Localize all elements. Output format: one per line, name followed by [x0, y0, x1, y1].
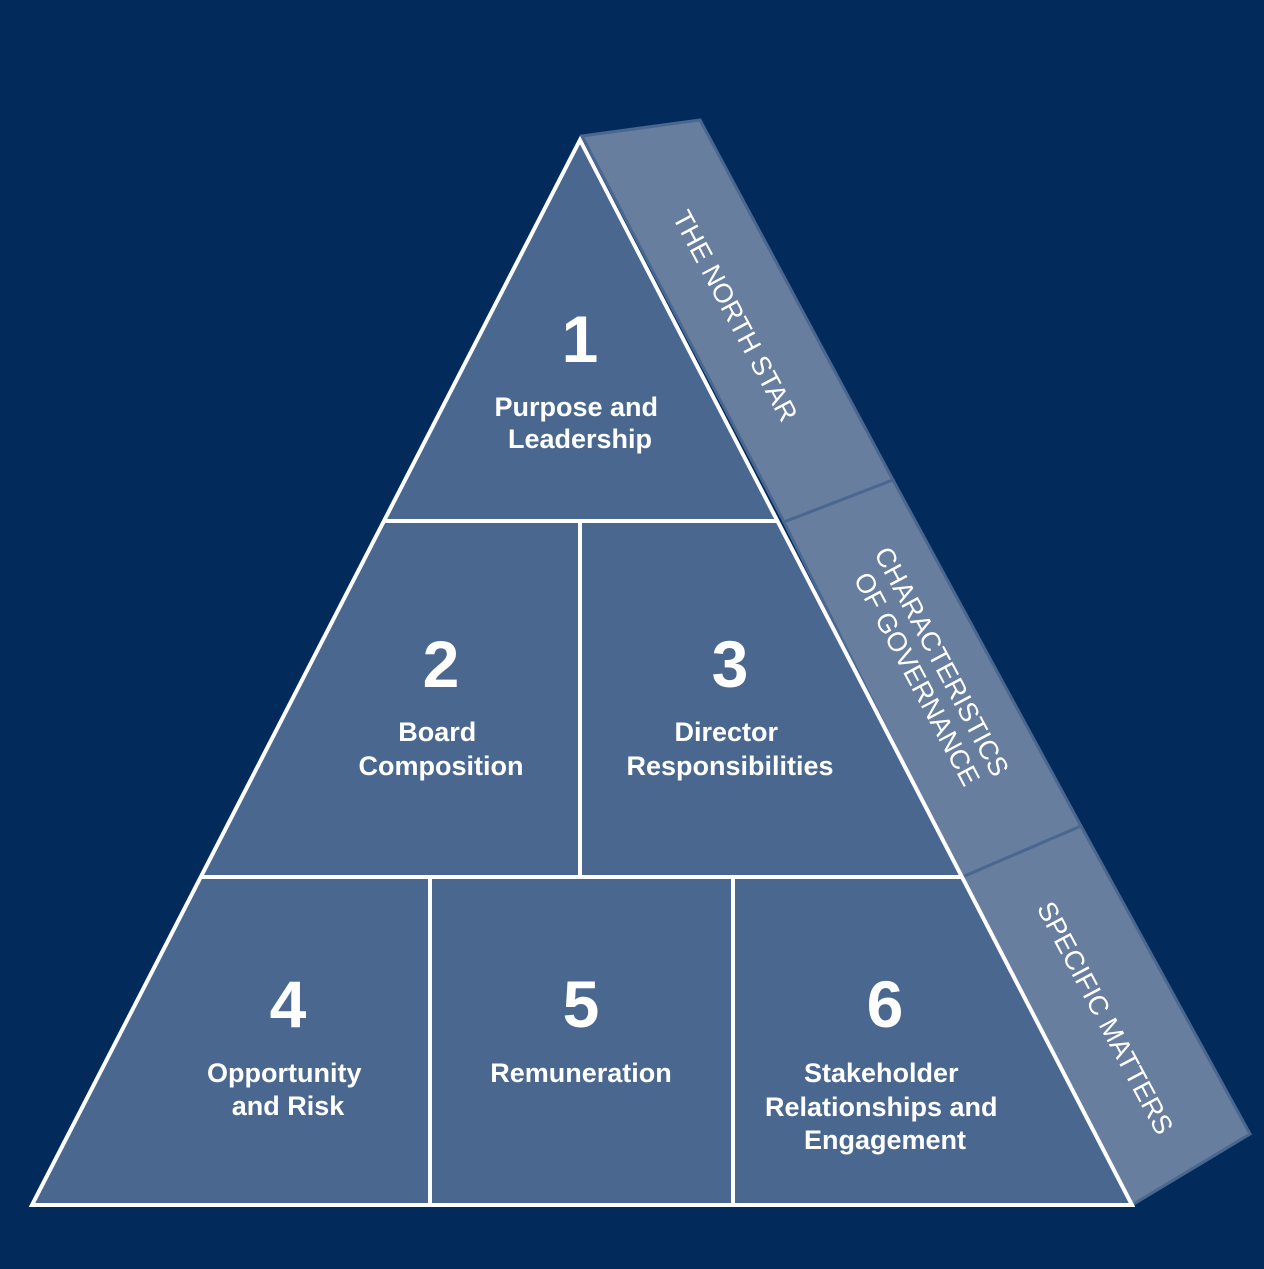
tier-5-title-line-1: Remuneration — [490, 1058, 672, 1088]
tier-3-title-line-2: Responsibilities — [626, 751, 833, 781]
tier-4-number: 4 — [270, 967, 307, 1041]
tier-1-number: 1 — [562, 302, 599, 376]
tier-1: 1 Purpose and Leadership — [494, 302, 665, 454]
tier-5-title: Remuneration — [490, 1058, 672, 1088]
tier-1-title-line-2: Leadership — [508, 424, 652, 454]
tier-5: 5 Remuneration — [490, 967, 672, 1088]
tier-2-title: Board Composition — [359, 717, 524, 781]
tier-6-number: 6 — [867, 967, 904, 1041]
tier-6-title-line-1: Stakeholder — [804, 1058, 959, 1088]
tier-3: 3 Director Responsibilities — [626, 627, 833, 781]
tier-2-title-line-1: Board — [398, 717, 476, 747]
tier-4-title-line-2: and Risk — [232, 1091, 346, 1121]
tier-3-number: 3 — [712, 627, 749, 701]
front-face — [28, 135, 1136, 1207]
tier-1-title: Purpose and Leadership — [494, 392, 665, 454]
tier-3-title-line-1: Director — [674, 717, 778, 747]
tier-2-number: 2 — [423, 627, 460, 701]
tier-2: 2 Board Composition — [359, 627, 524, 781]
tier-4-title-line-1: Opportunity — [207, 1058, 361, 1088]
tier-6-title: Stakeholder Relationships and Engagement — [765, 1058, 1005, 1155]
tier-6-title-line-3: Engagement — [804, 1125, 966, 1155]
tier-6-title-line-2: Relationships and — [765, 1092, 998, 1122]
tier-4: 4 Opportunity and Risk — [207, 967, 369, 1121]
tier-5-number: 5 — [563, 967, 600, 1041]
tier-3-title: Director Responsibilities — [626, 717, 833, 781]
tier-2-title-line-2: Composition — [359, 751, 524, 781]
tier-1-title-line-1: Purpose and — [494, 392, 658, 422]
tier-6: 6 Stakeholder Relationships and Engageme… — [765, 967, 1005, 1155]
side-band — [579, 118, 1253, 1208]
tier-4-title: Opportunity and Risk — [207, 1058, 369, 1121]
